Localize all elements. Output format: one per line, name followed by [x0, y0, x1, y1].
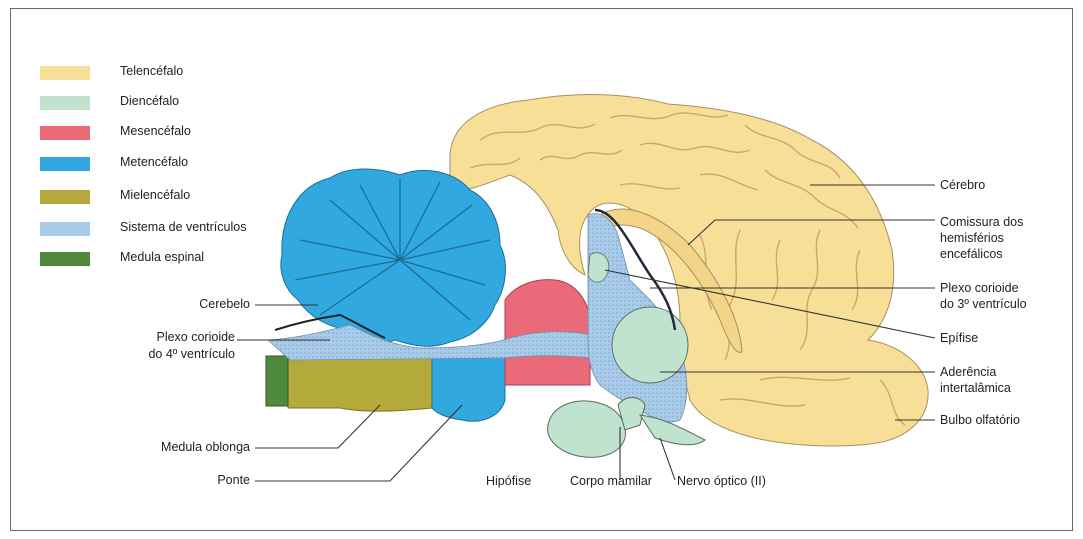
label-plexo4-line1: Plexo corioide	[120, 330, 235, 345]
label-comissura-line1: Comissura dos	[940, 215, 1023, 230]
label-aderencia-line1: Aderência	[940, 365, 996, 380]
mielencefalo-region	[288, 352, 432, 411]
label-nervo-optico: Nervo óptico (II)	[677, 474, 766, 489]
label-medula-oblonga: Medula oblonga	[110, 440, 250, 455]
label-aderencia-line2: intertalâmica	[940, 381, 1011, 396]
label-cerebro: Cérebro	[940, 178, 985, 193]
label-cerebelo: Cerebelo	[170, 297, 250, 312]
hipofise-region	[548, 401, 626, 457]
label-bulbo-olfatorio: Bulbo olfatório	[940, 413, 1020, 428]
label-plexo3-line2: do 3º ventrículo	[940, 297, 1027, 312]
label-corpo-mamilar: Corpo mamilar	[570, 474, 652, 489]
medula-espinal-region	[266, 356, 288, 406]
label-hipofise: Hipófise	[486, 474, 531, 489]
label-comissura-line2: hemisférios	[940, 231, 1004, 246]
label-ponte: Ponte	[170, 473, 250, 488]
label-epifise: Epífise	[940, 331, 978, 346]
ponte-region	[432, 352, 505, 421]
label-plexo4-line2: do 4º ventrículo	[120, 347, 235, 362]
label-comissura-line3: encefálicos	[940, 247, 1003, 262]
label-plexo3-line1: Plexo corioide	[940, 281, 1019, 296]
epifise-region	[588, 253, 609, 282]
